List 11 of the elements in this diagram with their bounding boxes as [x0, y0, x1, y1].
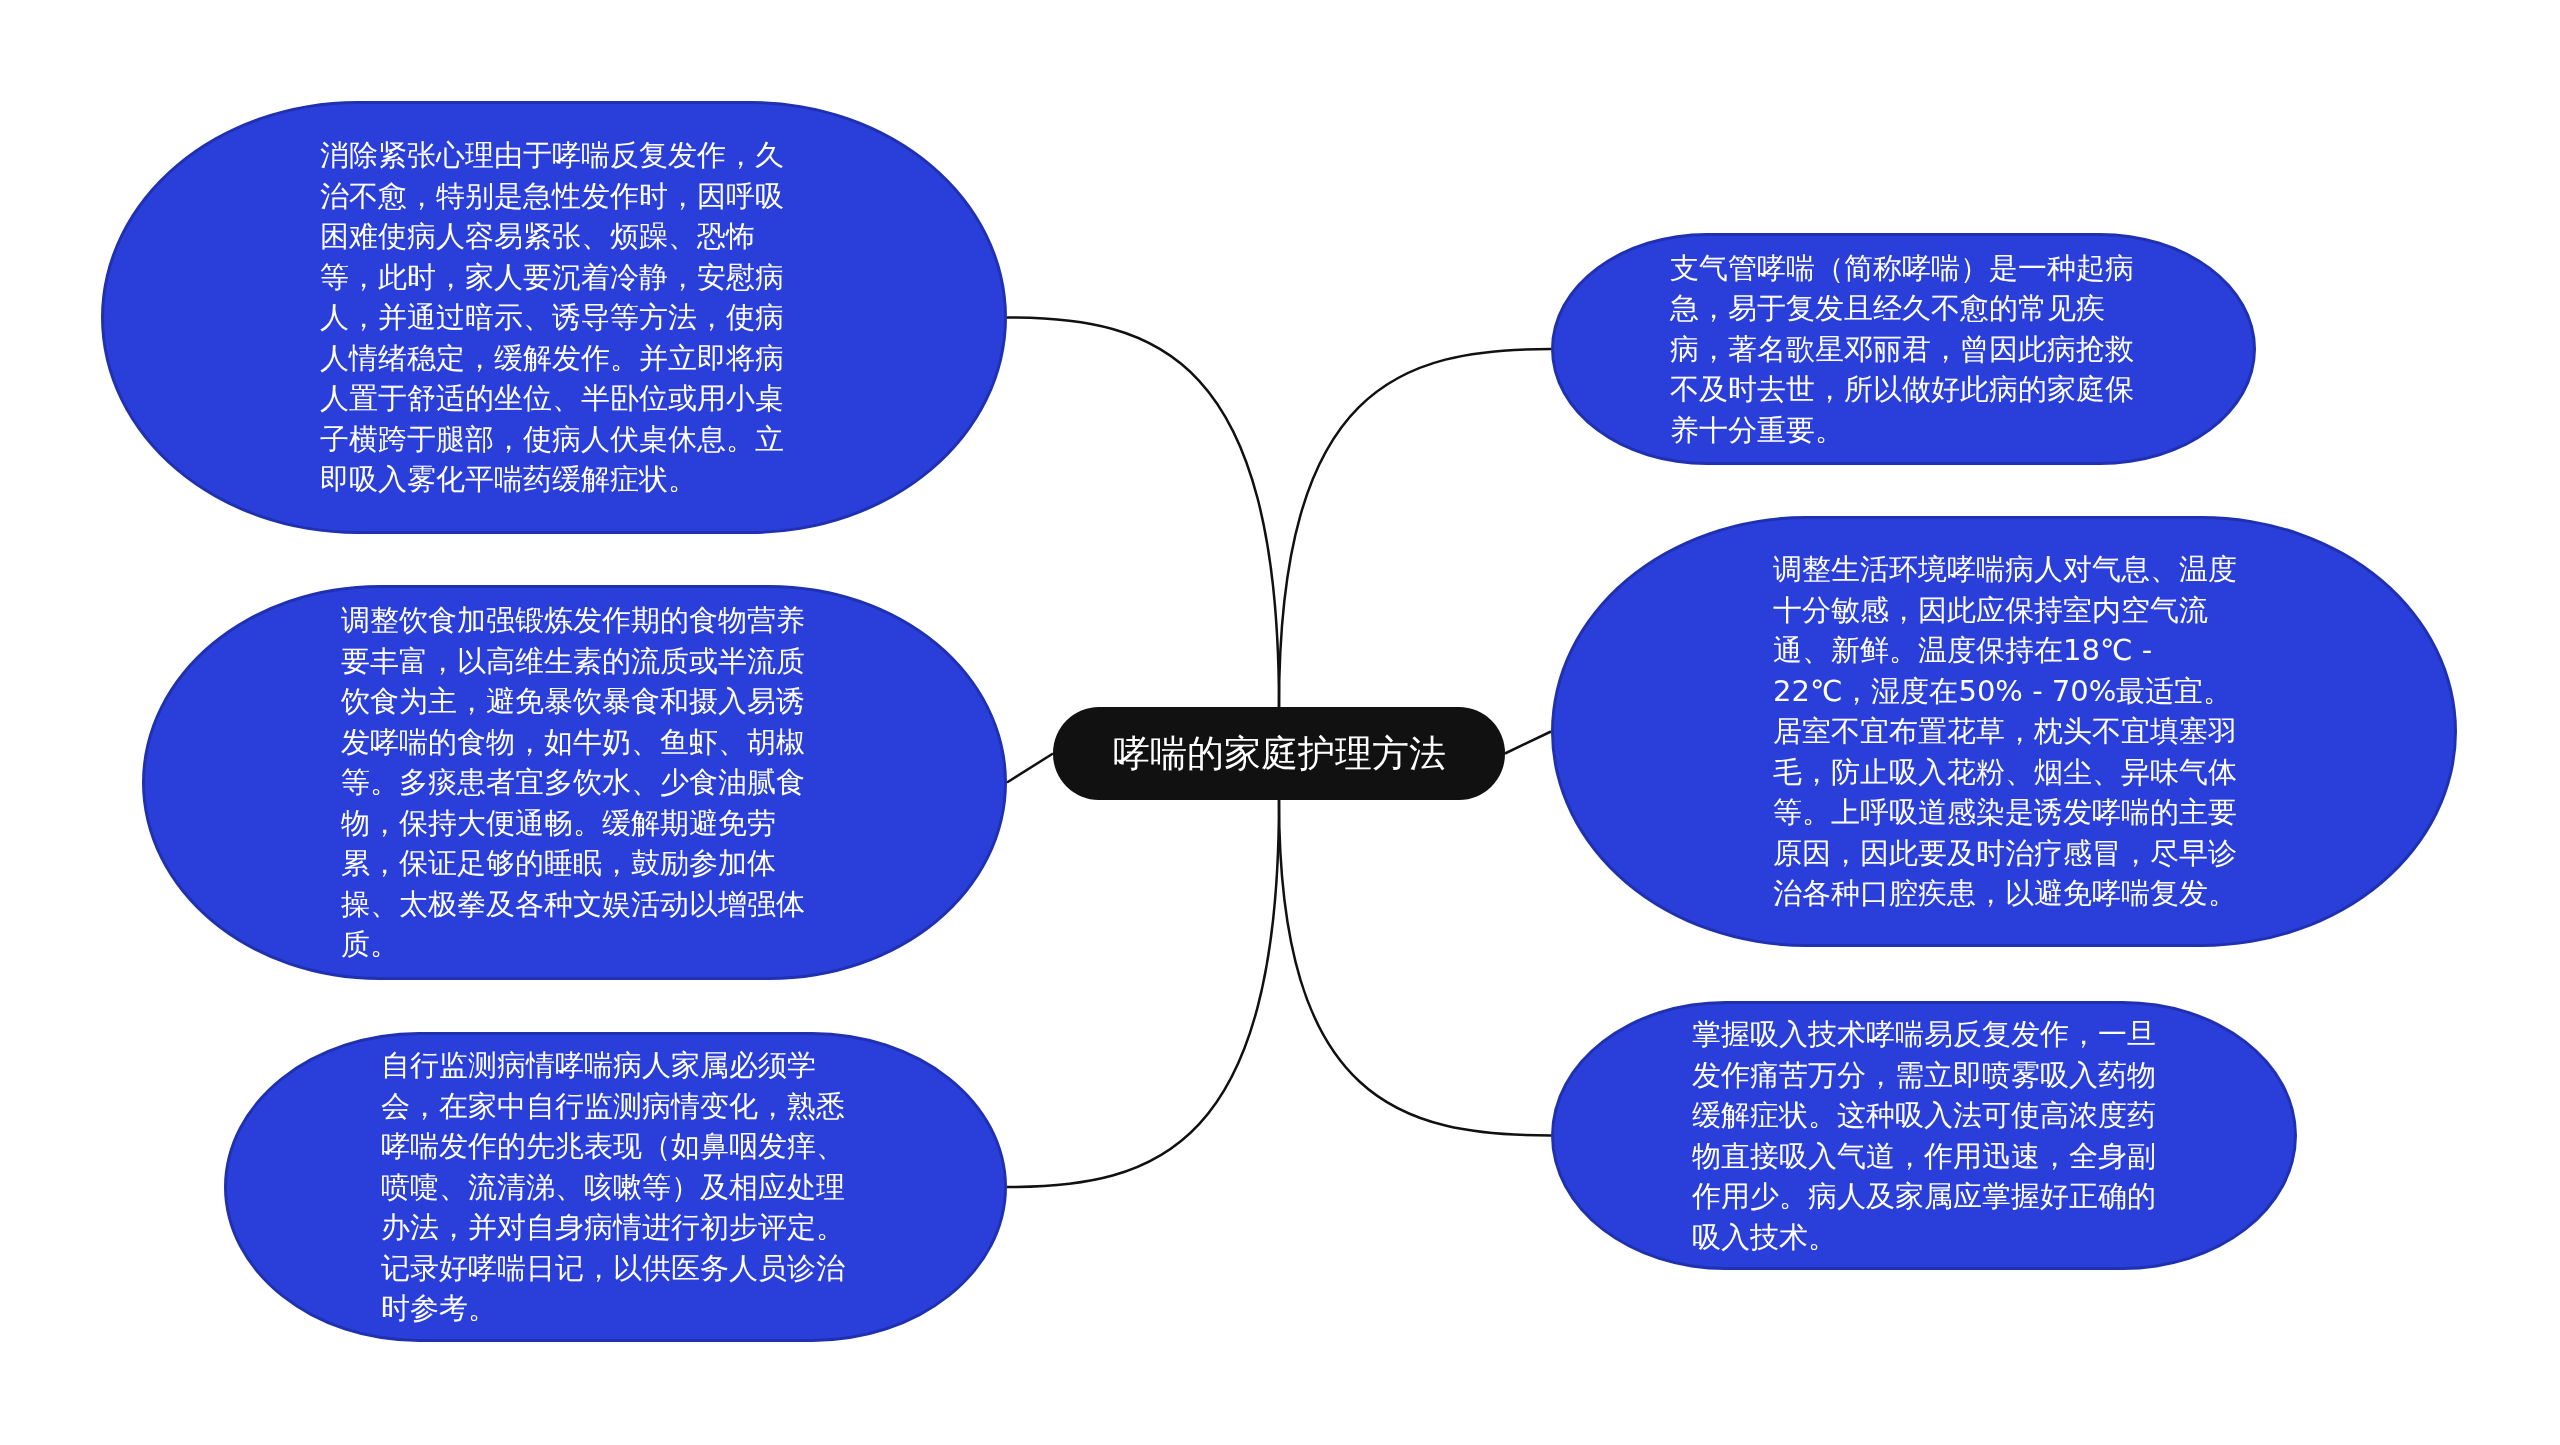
topic-bubble: 支气管哮喘（简称哮喘）是一种起病急，易于复发且经久不愈的常见疾病，著名歌星邓丽君，曾因此病抢救不及时去世，所以做好此病的家庭保养十分重要。 [1551, 233, 2256, 465]
connector-line [1277, 799, 1552, 1137]
topic-bubble: 调整饮食加强锻炼发作期的食物营养要丰富，以高维生素的流质或半流质饮食为主，避免暴饮暴食和摄入易诱发哮喘的食物，如牛奶、鱼虾、胡椒等。多痰患者宜多饮水、少食油腻食物，保持大便通畅。缓解期避免劳累，保证足够的睡眠，鼓励参加体操、太极拳及各种文娱活动以增强体质。 [142, 585, 1007, 980]
connector-line [1006, 752, 1054, 784]
connector-line [1277, 347, 1552, 708]
topic-bubble: 掌握吸入技术哮喘易反复发作，一旦发作痛苦万分，需立即喷雾吸入药物缓解症状。这种吸入法可使高浓度药物直接吸入气道，作用迅速，全身副作用少。病人及家属应掌握好正确的吸入技术。 [1551, 1001, 2297, 1270]
connector-line [1504, 730, 1552, 755]
topic-bubble: 调整生活环境哮喘病人对气息、温度十分敏感，因此应保持室内空气流通、新鲜。温度保持在18℃ - 22℃，湿度在50% - 70%最适宜。居室不宜布置花草，枕头不宜填塞羽毛，防止吸入花粉、烟尘、异味气体等。上呼吸道感染是诱发哮喘的主要原因，因此要及时治疗感冒，尽早诊治各种口腔疾患，以避免哮喘复发。 [1551, 516, 2457, 947]
topic-bubble: 自行监测病情哮喘病人家属必须学会，在家中自行监测病情变化，熟悉哮喘发作的先兆表现（如鼻咽发痒、喷嚏、流清涕、咳嗽等）及相应处理办法，并对自身病情进行初步评定。记录好哮喘日记，以供医务人员诊治时参考。 [224, 1032, 1007, 1342]
central-topic: 哮喘的家庭护理方法 [1053, 707, 1505, 800]
topic-bubble: 消除紧张心理由于哮喘反复发作，久治不愈，特别是急性发作时，因呼吸困难使病人容易紧张、烦躁、恐怖等，此时，家人要沉着冷静，安慰病人，并通过暗示、诱导等方法，使病人情绪稳定，缓解发作。并立即将病人置于舒适的坐位、半卧位或用小桌子横跨于腿部，使病人伏桌休息。立即吸入雾化平喘药缓解症状。 [101, 101, 1007, 534]
